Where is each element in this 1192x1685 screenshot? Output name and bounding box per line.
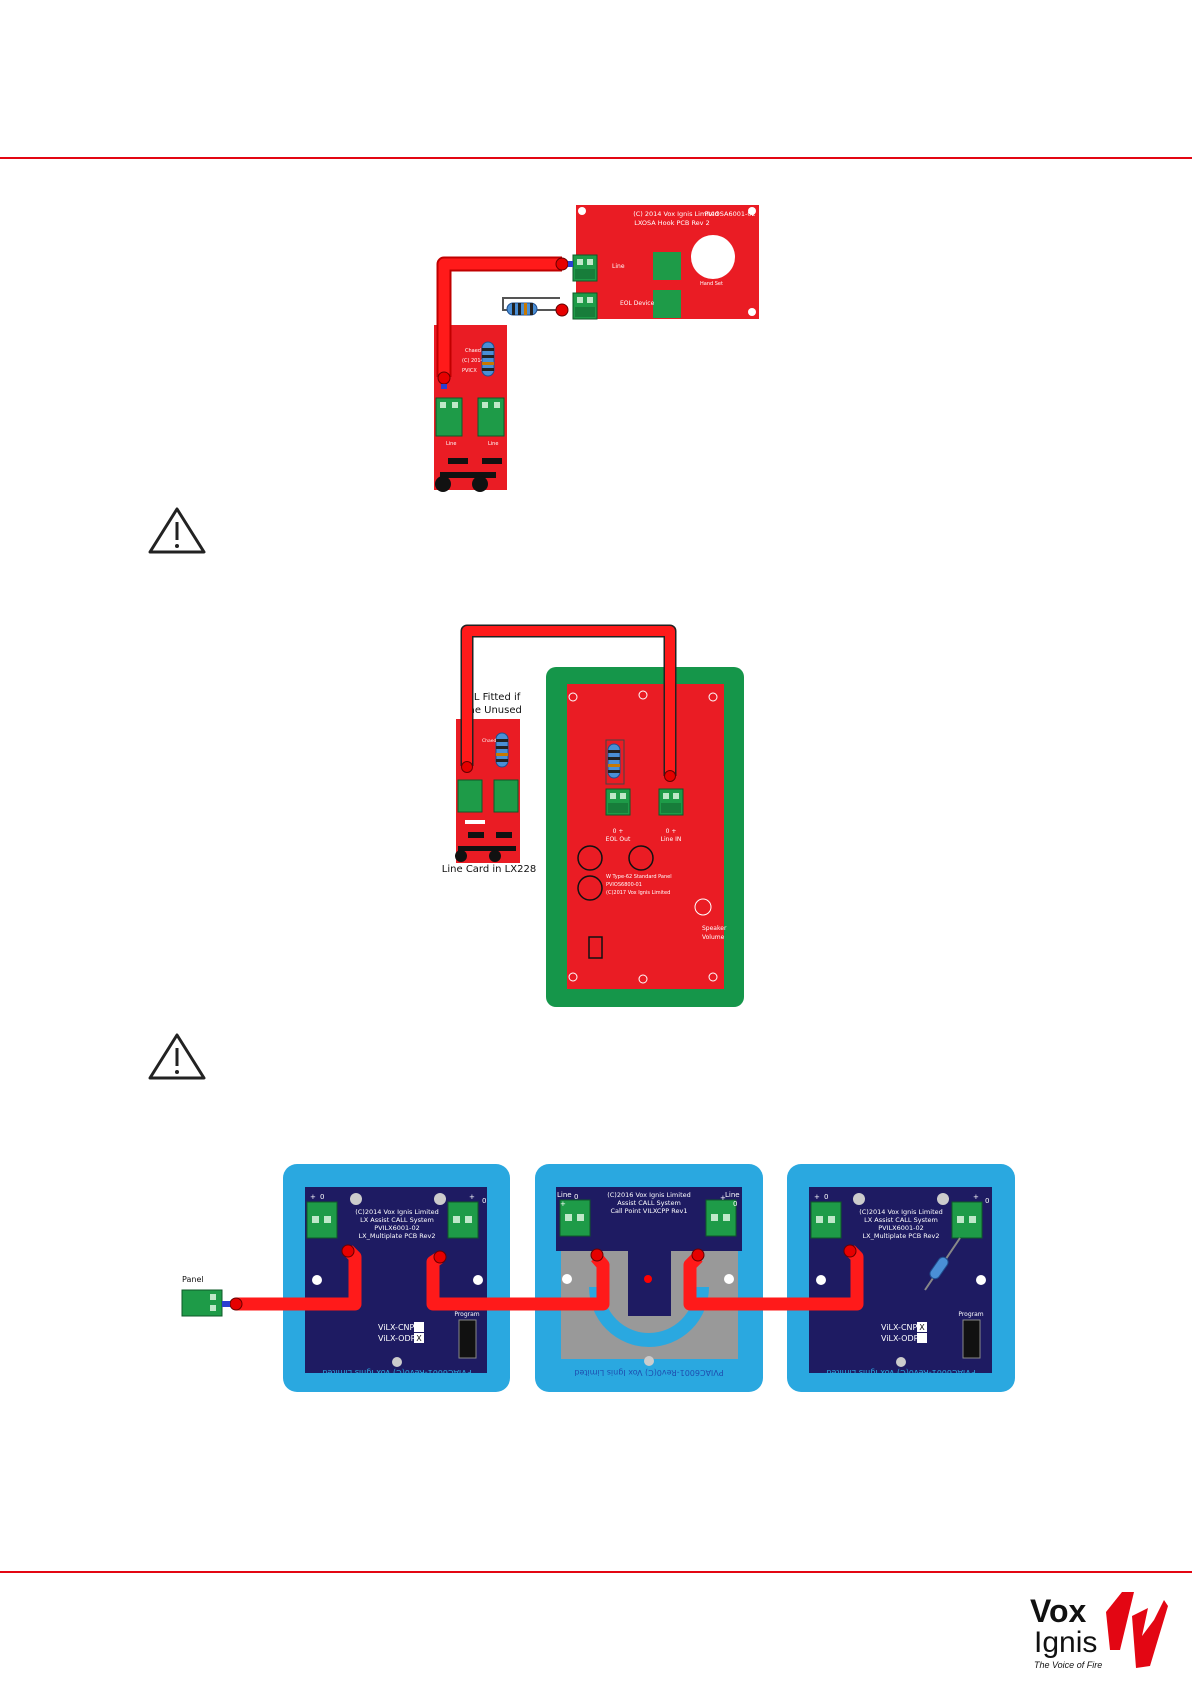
left-plate-text-3: PVILX6001-02	[374, 1224, 420, 1232]
mid-zero-right: 0	[733, 1200, 737, 1208]
right-plate-terminal-a	[810, 1201, 842, 1239]
right-odp-label: ViLX-ODP	[881, 1334, 919, 1343]
mid-plate-text-3: Call Point VILXCPP Rev1	[610, 1207, 687, 1215]
line-card-caption: Line Card in LX228	[442, 864, 536, 875]
panel-label: Panel	[182, 1275, 204, 1284]
left-zero-2: 0	[482, 1197, 486, 1205]
bottom-rule	[0, 1571, 1192, 1573]
hook-pcb-text-3: LXOSA Hook PCB Rev 2	[634, 219, 709, 227]
left-plate-text-2: LX Assist CALL System	[360, 1216, 434, 1224]
right-plus: +	[814, 1193, 820, 1201]
callpoint-pcb	[567, 684, 724, 989]
hook-pcb-text-2: PVIOSA6001-02	[704, 210, 755, 218]
warning-icon	[148, 1033, 206, 1080]
eol-note-1: EOL Fitted if	[460, 692, 521, 703]
left-cnp-label: ViLX-CNP	[378, 1323, 415, 1332]
line-card-line-a: Line	[446, 441, 456, 447]
diagram-2: 0 + 0 + EOL Out Line IN W Type-62 Standa…	[442, 624, 744, 1007]
left-plate-text-1: (C)2014 Vox Ignis Limited	[355, 1208, 439, 1216]
right-plate-terminal-b	[951, 1201, 983, 1239]
right-cnp-label: ViLX-CNP	[881, 1323, 918, 1332]
right-plate-text-2: LX Assist CALL System	[864, 1216, 938, 1224]
right-cnp-mark: X	[919, 1323, 925, 1332]
right-zero: 0	[824, 1193, 828, 1201]
volume-label: Volume	[702, 934, 725, 941]
speaker-label: Speaker	[702, 925, 727, 932]
eol-out-polarity: 0 +	[613, 828, 624, 835]
eol-note-2: Line Unused	[460, 705, 522, 716]
line-card-text-2: (C) 2014 Vox	[462, 358, 494, 364]
middle-plate-terminal-b	[705, 1199, 737, 1237]
cable-1	[438, 258, 562, 377]
callpoint-resistor	[607, 743, 621, 779]
hook-set-label: Hand Set	[700, 281, 723, 287]
right-plate-text-1: (C)2014 Vox Ignis Limited	[859, 1208, 943, 1216]
right-plate-resistor	[929, 1256, 949, 1280]
right-plate-text-4: LX_Multiplate PCB Rev2	[863, 1232, 940, 1240]
hook-line-terminal	[572, 254, 598, 282]
vox-ignis-logo: Vox Ignis The Voice of Fire	[1024, 1588, 1169, 1678]
mid-plus-right: +	[720, 1194, 726, 1202]
diagram-3: + 0 + 0 (C)2014 Vox Ignis Limited LX Ass…	[181, 1164, 1015, 1392]
diagram-1: (C) 2014 Vox Ignis Limited PVIOSA6001-02…	[434, 205, 759, 492]
panel-terminal	[181, 1289, 223, 1317]
left-plate-terminal-b	[447, 1201, 479, 1239]
left-plate-bottom-text: PVIAC6001-Rev0(C) Vox Ignis Limited	[322, 1368, 471, 1377]
left-zero: 0	[320, 1193, 324, 1201]
right-plate-text-3: PVILX6001-02	[878, 1224, 924, 1232]
eol-wire-end	[555, 303, 569, 317]
line-in-polarity: 0 +	[666, 828, 677, 835]
line-card-text-1: Chaed	[465, 348, 481, 354]
top-rule	[0, 157, 1192, 159]
hook-pcb-text-1: (C) 2014 Vox Ignis Limited	[633, 210, 719, 218]
left-odp-label: ViLX-ODP	[378, 1334, 416, 1343]
callpoint-info-2: PVIOS6800-01	[606, 882, 642, 888]
left-odp-mark: X	[416, 1334, 422, 1343]
left-program-label: Program	[454, 1311, 479, 1318]
right-plate-bottom-text: PVIAC6001-Rev0(C) Vox Ignis Limited	[826, 1368, 975, 1377]
logo-tagline: The Voice of Fire	[1034, 1660, 1102, 1670]
line-card-2-text: Chaed	[482, 738, 497, 744]
eol-out-terminal	[605, 788, 631, 816]
line-card-line-b: Line	[488, 441, 498, 447]
logo-word-2: Ignis	[1034, 1626, 1097, 1659]
mid-plate-text-2: Assist CALL System	[617, 1199, 681, 1207]
logo-word-1: Vox	[1030, 1593, 1087, 1629]
mid-line-left: Line	[557, 1191, 572, 1199]
eol-out-label: EOL Out	[606, 836, 631, 843]
line-card-resistor	[481, 341, 495, 377]
right-plus-2: +	[973, 1193, 979, 1201]
mid-line-right: Line	[725, 1191, 740, 1199]
callpoint-info-1: W Type-62 Standard Panel	[606, 874, 672, 880]
mid-zero-left: 0	[574, 1193, 578, 1201]
left-plate-terminal-a	[306, 1201, 338, 1239]
left-plus-2: +	[469, 1193, 475, 1201]
line-in-label: Line IN	[661, 836, 682, 843]
left-plus: +	[310, 1193, 316, 1201]
right-program-label: Program	[958, 1311, 983, 1318]
callpoint-info-3: (C)2017 Vox Ignis Limited	[606, 890, 670, 896]
line-card-text-3: PVICX	[462, 368, 477, 374]
cable-2	[462, 626, 675, 776]
hook-eol-terminal	[572, 292, 598, 320]
hook-line-label: Line	[612, 263, 625, 270]
warning-icon	[148, 507, 206, 554]
mid-plate-text-1: (C)2016 Vox Ignis Limited	[607, 1191, 691, 1199]
mid-plus-left: +	[560, 1200, 566, 1208]
line-in-terminal	[658, 788, 684, 816]
hook-eol-label: EOL Device	[620, 300, 655, 307]
right-zero-2: 0	[985, 1197, 989, 1205]
line-card-2-resistor	[495, 732, 509, 768]
mid-plate-bottom-text: PVIAC6001-Rev0(C) Vox Ignis Limited	[574, 1368, 723, 1377]
left-plate-text-4: LX_Multiplate PCB Rev2	[359, 1232, 436, 1240]
